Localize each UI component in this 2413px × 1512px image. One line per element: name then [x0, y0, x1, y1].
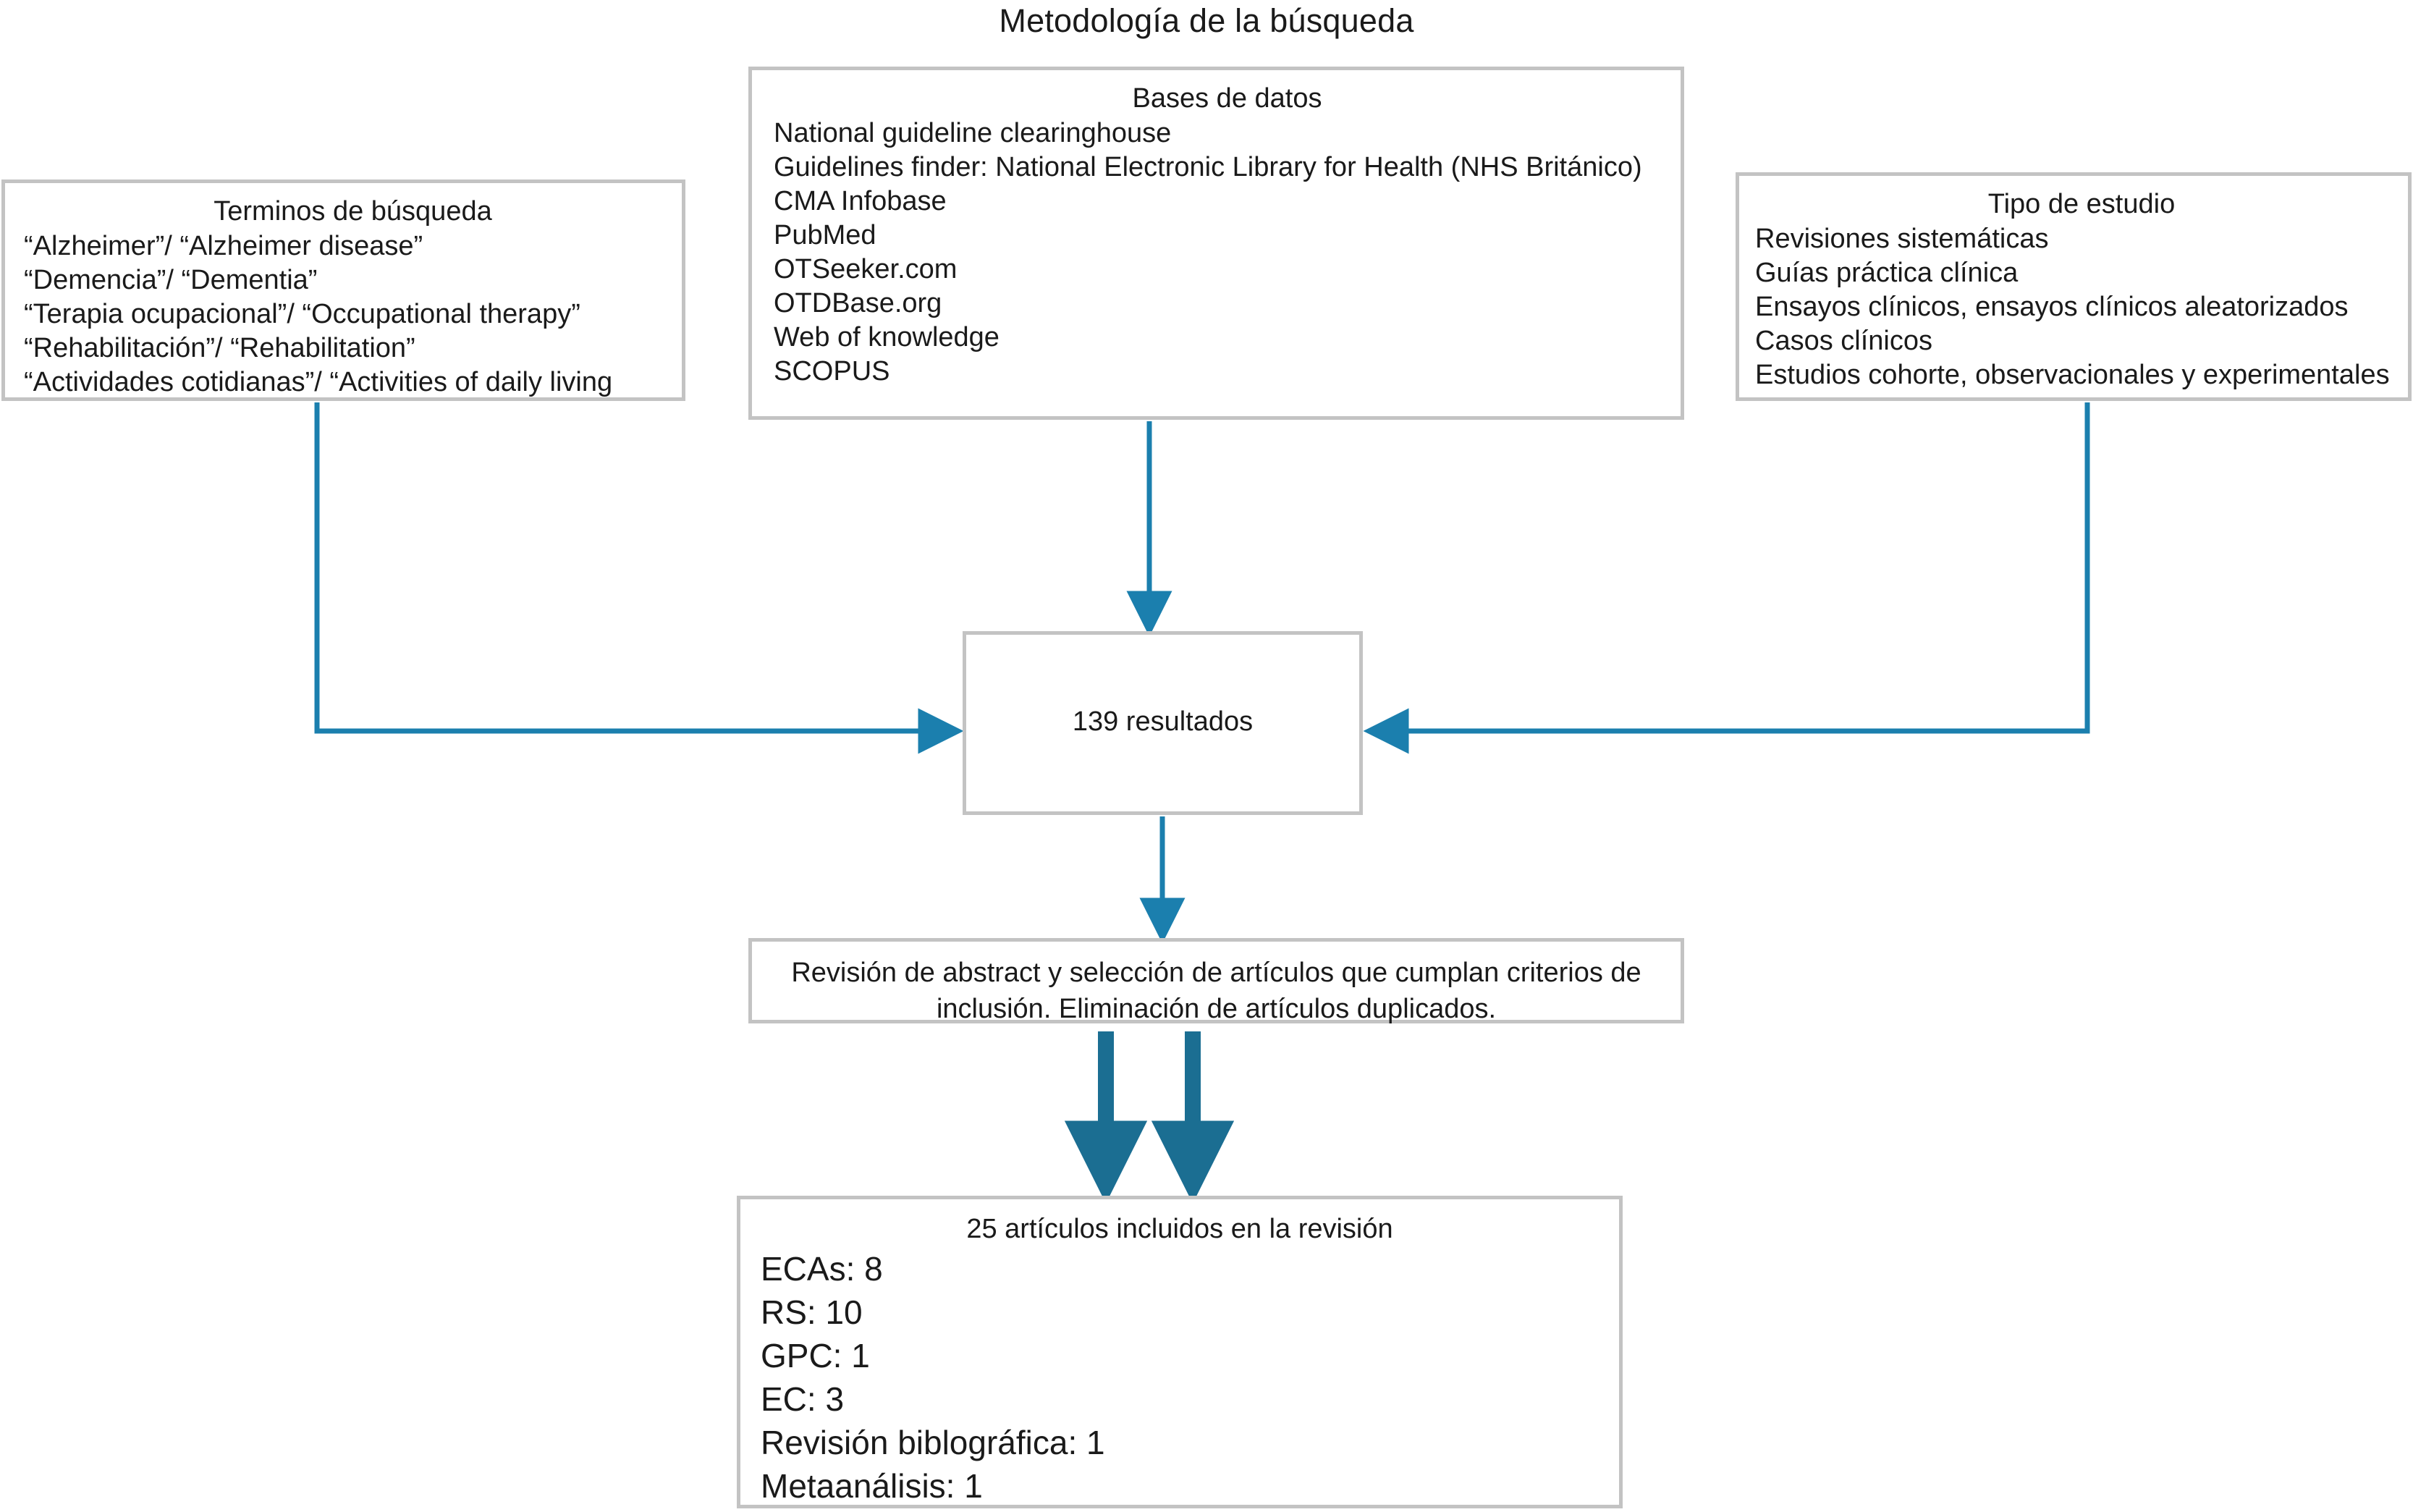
database-item: National guideline clearinghouse [774, 118, 1172, 148]
included-articles-item: GPC: 1 [761, 1337, 870, 1374]
study-type-item: Revisiones sistemáticas [1755, 224, 2049, 254]
databases-heading: Bases de datos [1132, 83, 1322, 114]
connector-study-to-results [1363, 402, 2090, 754]
study-type-item: Estudios cohorte, observacionales y expe… [1755, 360, 2390, 390]
database-item: Guidelines finder: National Electronic L… [774, 152, 1642, 182]
included-articles-item: Metaanálisis: 1 [761, 1467, 983, 1505]
abstract-review-text: Revisión de abstract y selección de artí… [791, 958, 1641, 1024]
database-item: Web of knowledge [774, 322, 1000, 352]
database-item: SCOPUS [774, 356, 890, 387]
databases-box: Bases de datos National guideline cleari… [748, 67, 1684, 420]
included-articles-item: Revisión biblográfica: 1 [761, 1424, 1105, 1461]
included-articles-item: EC: 3 [761, 1380, 845, 1418]
results-count-label: 139 resultados [1072, 706, 1254, 737]
search-terms-item: “Demencia”/ “Dementia” [24, 265, 318, 295]
included-articles-item: ECAs: 8 [761, 1250, 883, 1288]
database-item: PubMed [774, 220, 876, 250]
search-terms-box: Terminos de búsqueda “Alzheimer”/ “Alzhe… [1, 180, 685, 401]
study-type-item: Guías práctica clínica [1755, 258, 2019, 288]
included-articles-heading: 25 artículos incluidos en la revisión [966, 1214, 1393, 1244]
study-type-item: Ensayos clínicos, ensayos clínicos aleat… [1755, 292, 2349, 322]
included-articles-box: 25 artículos incluidos en la revisión EC… [737, 1196, 1623, 1508]
database-item: OTSeeker.com [774, 254, 958, 284]
search-terms-heading: Terminos de búsqueda [214, 196, 492, 227]
abstract-review-box: Revisión de abstract y selección de artí… [748, 938, 1684, 1024]
included-articles-item: RS: 10 [761, 1293, 863, 1331]
database-item: OTDBase.org [774, 288, 942, 318]
search-terms-item: “Actividades cotidianas”/ “Activities of… [24, 367, 613, 397]
study-type-item: Casos clínicos [1755, 326, 1932, 356]
page-title: Metodología de la búsqueda [999, 2, 1414, 39]
study-type-box: Tipo de estudio Revisiones sistemáticas … [1736, 172, 2412, 401]
results-count-box: 139 resultados [963, 631, 1363, 815]
search-terms-item: “Terapia ocupacional”/ “Occupational the… [24, 299, 580, 329]
search-terms-item: “Rehabilitación”/ “Rehabilitation” [24, 333, 415, 363]
database-item: CMA Infobase [774, 186, 947, 216]
study-type-heading: Tipo de estudio [1987, 189, 2176, 219]
search-terms-item: “Alzheimer”/ “Alzheimer disease” [24, 231, 423, 261]
connector-terms-to-results [314, 402, 964, 754]
